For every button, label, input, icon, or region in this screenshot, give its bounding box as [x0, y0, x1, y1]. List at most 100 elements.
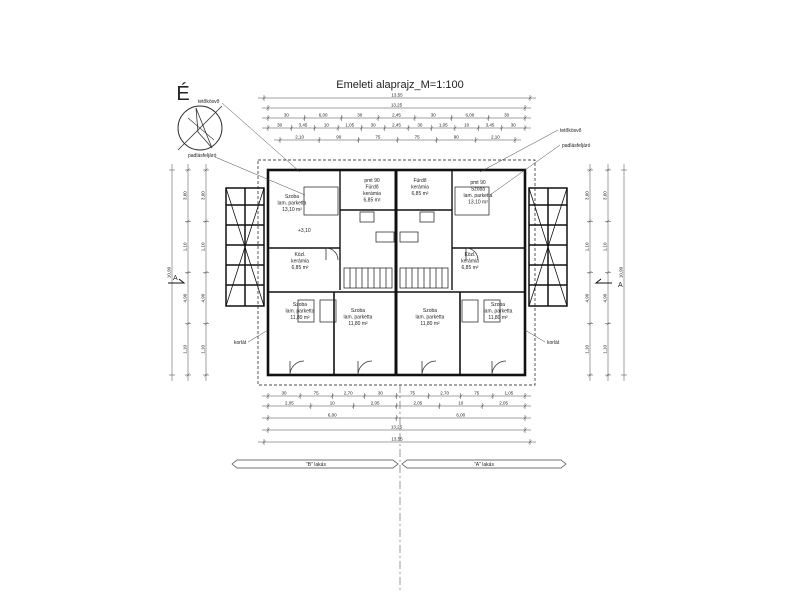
room-label-line: Fürdő — [413, 178, 426, 184]
dim-top-r3: 30 — [357, 113, 363, 118]
room-label-line: lam. parketta — [344, 315, 373, 321]
callout-tetokosvo-left: tetőkösvő — [198, 99, 220, 105]
dim-top-r3: 30 — [284, 113, 290, 118]
room-label-line: Szoba — [351, 308, 365, 314]
dim-left-parts-inner: 1,10 — [201, 242, 206, 251]
dim-bottom-r2: 2,05 — [285, 401, 294, 406]
room-label-line: Szoba — [293, 302, 307, 308]
dim-left-parts-inner: 1,10 — [201, 345, 206, 354]
dim-bottom-r1: 1,05 — [505, 391, 514, 396]
room-label-line: 6,85 m² — [412, 191, 429, 197]
dim-top-r4: 2,45 — [392, 123, 401, 128]
dim-top-r4: 30 — [511, 123, 517, 128]
dim-top-r4: 30 — [277, 123, 283, 128]
callout-padlasfeljaro-right: padlásfeljáró — [562, 143, 591, 149]
room-label-line: 6,85 m² — [462, 265, 479, 271]
dim-left-parts: 1,10 — [183, 345, 188, 354]
dim-top-overall: 13,55 — [391, 93, 403, 98]
room-label-line: Közl. — [464, 252, 475, 258]
dim-bottom-r3: 6,00 — [456, 413, 465, 418]
dimension-lines — [169, 95, 627, 445]
dim-bottom-r1: 75 — [410, 391, 416, 396]
dim-left-overall: 10,90 — [167, 266, 172, 278]
callout-padlasfeljaro-left: padlásfeljáró — [188, 153, 217, 159]
section-mark-left: A — [173, 275, 178, 282]
dim-top-r4: 1,05 — [439, 123, 448, 128]
dim-right-parts-inner: 4,90 — [585, 293, 590, 302]
dim-top-r3: 6,00 — [466, 113, 475, 118]
dim-top-r5: 75 — [375, 135, 381, 140]
dim-top-r5: 2,10 — [491, 135, 500, 140]
room-label-line: 11,80 m² — [348, 321, 368, 327]
leader-callouts — [214, 102, 561, 343]
room-label-line: 11,80 m² — [488, 315, 508, 321]
room-label-line: Szoba — [285, 194, 299, 200]
unit-tag-b: "B" lakás — [306, 462, 326, 468]
dim-bottom-overall: 13,55 — [391, 437, 403, 442]
callout-korlat-left: korlát — [234, 340, 247, 346]
unit-tag-a: "A" lakás — [474, 462, 494, 468]
dim-bottom-r1: 75 — [474, 391, 480, 396]
room-label-line: 13,10 m² — [282, 207, 302, 213]
dim-left-parts-inner: 4,90 — [201, 293, 206, 302]
room-label-line: Szoba — [471, 187, 485, 193]
dim-bottom-r2: 10 — [458, 401, 464, 406]
dim-bottom-r2: 2,05 — [499, 401, 508, 406]
room-label-line: pmt 90 — [470, 180, 486, 186]
dim-top-r4: 10 — [464, 123, 470, 128]
section-marks: A A — [168, 275, 623, 289]
fixtures — [289, 186, 507, 376]
unit-tags — [231, 459, 567, 469]
dim-right-parts-inner: 3,60 — [585, 191, 590, 200]
dim-bottom-r2: 10 — [330, 401, 336, 406]
room-label-line: lam. parketta — [286, 309, 315, 315]
dim-top-sub: 13,25 — [391, 103, 403, 108]
dim-bottom-r1: 30 — [282, 391, 288, 396]
section-mark-right: A — [618, 282, 623, 289]
room-label-line: pmt 90 — [364, 178, 380, 184]
dim-bottom-r1: 75 — [314, 391, 320, 396]
dim-top-r4: 1,05 — [345, 123, 354, 128]
dim-top-r4: 30 — [371, 123, 377, 128]
dim-top-r3: 2,45 — [392, 113, 401, 118]
room-label-line: kerámia — [411, 185, 429, 191]
north-label: É — [176, 82, 189, 105]
room-label-line: 6,85 m² — [292, 265, 309, 271]
dim-bottom-r1: 2,70 — [440, 391, 449, 396]
room-label-line: lam. parketta — [464, 193, 493, 199]
dim-top-r5: 75 — [415, 135, 421, 140]
room-label-line: Fürdő — [365, 185, 378, 191]
dim-bottom-r3: 6,00 — [328, 413, 337, 418]
dim-top-r5: 90 — [336, 135, 342, 140]
level-mark: +3,10 — [298, 228, 311, 234]
north-arrow: É — [176, 82, 223, 151]
room-label-line: Szoba — [491, 302, 505, 308]
dim-top-r4: 10 — [324, 123, 330, 128]
dim-top-r3: 30 — [504, 113, 510, 118]
balcony-trellis — [225, 187, 568, 307]
dim-right-parts-inner: 1,10 — [585, 242, 590, 251]
dim-right-parts: 4,90 — [603, 293, 608, 302]
dim-bottom-r1: 30 — [378, 391, 384, 396]
building-walls — [257, 159, 536, 386]
dim-top-r5: 90 — [454, 135, 460, 140]
dim-right-parts: 1,10 — [603, 345, 608, 354]
dim-bottom-sub: 13,25 — [391, 425, 403, 430]
callout-korlat-right: korlát — [547, 340, 560, 346]
dim-bottom-r1: 2,70 — [344, 391, 353, 396]
dim-right-overall: 10,90 — [619, 266, 624, 278]
dim-left-parts: 4,90 — [183, 293, 188, 302]
dim-left-parts: 3,60 — [183, 191, 188, 200]
room-label-line: kerámia — [291, 259, 309, 265]
plan-title: Emeleti alaprajz_M=1:100 — [336, 79, 464, 91]
dim-top-r4: 3,45 — [486, 123, 495, 128]
